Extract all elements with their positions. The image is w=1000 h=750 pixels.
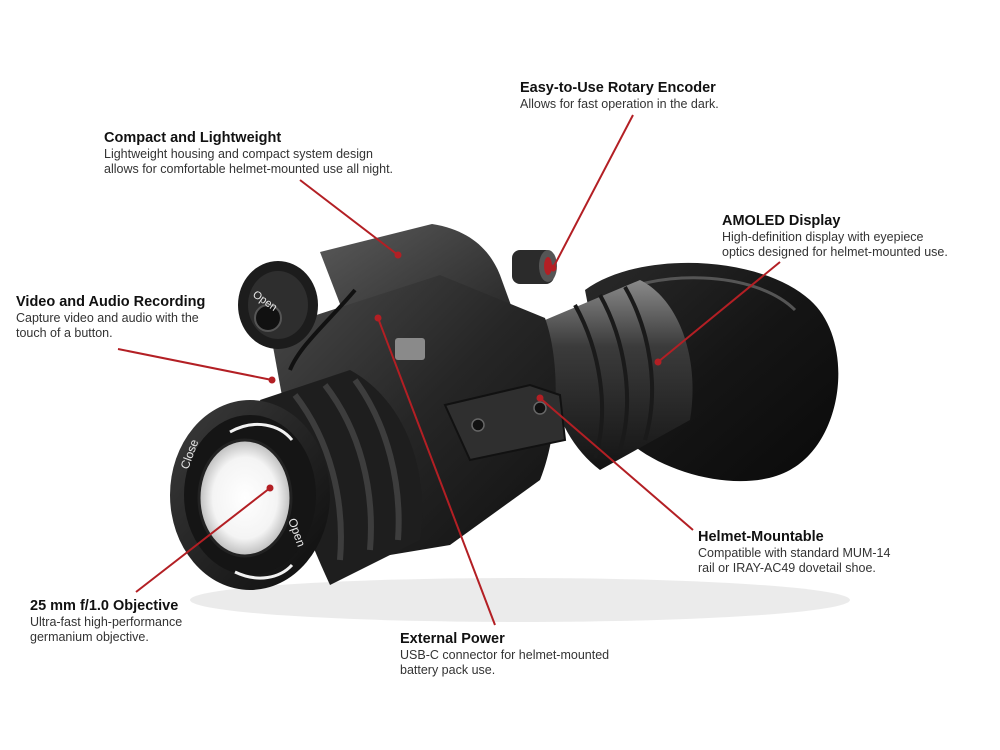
callout-amoled: AMOLED Display High-definition display w… [722,213,994,260]
rotary-encoder [512,250,557,284]
focus-arrow-top [229,423,294,441]
callout-desc: High-definition display with eyepiece op… [722,230,948,259]
leader-dot-amoled [654,358,662,366]
leader-dot-video [268,376,276,384]
callout-title: Compact and Lightweight [104,130,282,146]
eyepiece-tube [544,280,693,470]
callout-video: Video and Audio Recording Capture video … [16,294,256,341]
callout-desc: Compatible with standard MUM-14 rail or … [698,546,891,575]
callout-desc: USB-C connector for helmet-mounted batte… [400,648,610,677]
usb-cable [288,288,357,371]
leader-dot-objective [266,484,274,492]
control-knob [238,261,318,349]
leader-dot-rotary [549,264,557,272]
callout-title: Helmet-Mountable [698,529,824,545]
leader-dot-power [374,314,382,322]
callout-title: Video and Audio Recording [16,294,206,310]
objective-ribs [292,378,402,561]
ground-shadow [190,578,850,622]
usb-c-connector [395,338,425,360]
callout-rotary: Easy-to-Use Rotary Encoder Allows for fa… [520,80,840,112]
callout-helmet: Helmet-Mountable Compatible with standar… [698,529,958,576]
leader-line-compact [299,179,399,256]
callout-compact: Compact and Lightweight Lightweight hous… [104,130,464,177]
callout-desc: Lightweight housing and compact system d… [104,147,394,176]
objective-lens-assembly [170,400,330,590]
leader-dot-helmet [536,394,544,402]
focus-arrow-bottom [234,563,294,580]
callout-desc: Capture video and audio with the touch o… [16,311,199,340]
leader-line-helmet [539,397,694,531]
callout-title: External Power [400,631,505,647]
eyepiece-ribs [573,285,655,459]
leader-line-objective [135,487,271,593]
leader-line-amoled [657,261,781,363]
callout-title: AMOLED Display [722,213,841,229]
callout-desc: Allows for fast operation in the dark. [520,97,719,111]
callout-title: Easy-to-Use Rotary Encoder [520,80,716,96]
callout-desc: Ultra-fast high-performance germanium ob… [30,615,183,644]
leader-line-video [117,348,273,381]
callout-objective: 25 mm f/1.0 Objective Ultra-fast high-pe… [30,598,270,645]
leader-lines [117,114,781,626]
callout-title: 25 mm f/1.0 Objective [30,598,179,614]
leader-dot-compact [394,251,402,259]
leader-line-power [377,317,496,626]
leader-line-rotary [552,114,634,269]
callout-power: External Power USB-C connector for helme… [400,631,660,678]
